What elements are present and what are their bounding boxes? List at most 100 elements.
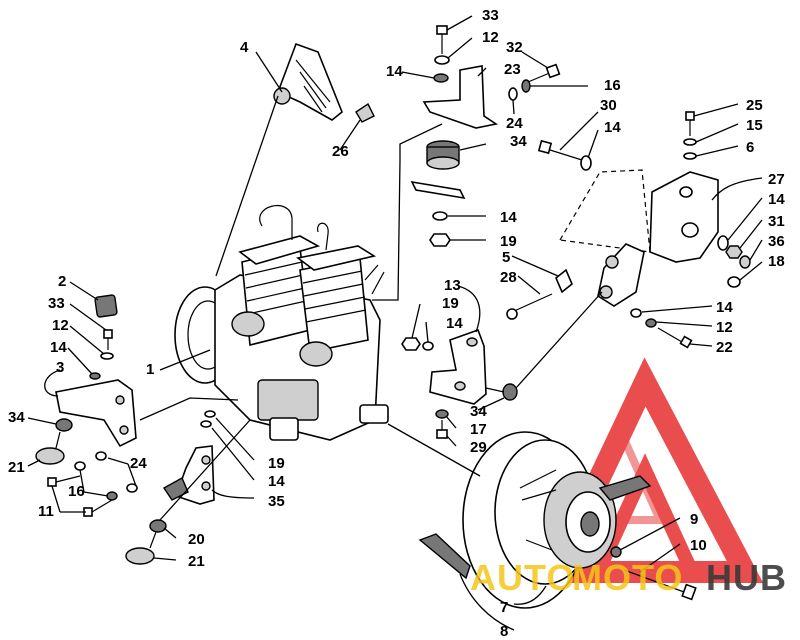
callout-3: 3 — [56, 359, 64, 376]
washer-18 — [727, 276, 741, 288]
rubber-mount-34 — [426, 140, 460, 170]
callout-12-top: 12 — [482, 29, 499, 46]
drive-clutch-7 — [462, 431, 617, 609]
callout-28: 28 — [500, 269, 517, 286]
washer-14-bracket — [422, 341, 434, 351]
callout-19-mid: 19 — [500, 233, 517, 250]
callout-14-bracket: 14 — [446, 315, 463, 332]
callout-34-bracket: 34 — [470, 403, 487, 420]
callout-24-left: 24 — [130, 455, 147, 472]
callout-1: 1 — [146, 361, 154, 378]
mount-bracket-4 — [273, 42, 343, 121]
washer-14-right — [717, 235, 729, 251]
drive-belt-8 — [418, 475, 652, 580]
nut-19-bracket — [401, 337, 421, 351]
callout-12-left: 12 — [52, 317, 69, 334]
callout-16-top: 16 — [604, 77, 621, 94]
mount-plate-27 — [559, 169, 719, 263]
washer-12-right — [645, 318, 657, 328]
callout-14-mid: 14 — [500, 209, 517, 226]
callout-17: 17 — [470, 421, 487, 438]
bolt-28 — [506, 293, 553, 320]
washer-24-top — [508, 87, 518, 101]
callout-11: 11 — [38, 503, 54, 520]
washer-19-lower — [204, 410, 216, 418]
callout-19-bracket: 19 — [442, 295, 459, 312]
bolt-32 — [527, 63, 561, 83]
callout-14-mount: 14 — [716, 299, 733, 316]
callout-15: 15 — [746, 117, 763, 134]
bolt-33-left — [103, 329, 113, 350]
nut-19-mid — [429, 233, 451, 247]
callout-33-top: 33 — [482, 7, 499, 24]
callout-6: 6 — [746, 139, 754, 156]
callout-35: 35 — [268, 493, 285, 510]
washer-16-left-b — [106, 491, 118, 501]
callout-26: 26 — [332, 143, 349, 160]
callout-24-top: 24 — [506, 115, 523, 132]
rubber-mount-34-bracket — [485, 383, 518, 401]
washer-9 — [610, 546, 622, 558]
bolt-33-top — [436, 25, 448, 54]
callout-20: 20 — [188, 531, 205, 548]
plate-14 — [410, 180, 466, 200]
callout-16-left: 16 — [68, 483, 85, 500]
engine-assembly — [174, 204, 389, 441]
callout-2: 2 — [58, 273, 66, 290]
clip-5 — [555, 268, 573, 294]
callout-14-top: 14 — [386, 63, 403, 80]
washer-14-top — [433, 73, 449, 83]
bolt-10 — [623, 569, 697, 601]
callout-22: 22 — [716, 339, 733, 356]
callout-32: 32 — [506, 39, 523, 56]
watermark-word-auto: AUTO — [470, 557, 575, 598]
bracket-arm-5 — [597, 243, 645, 307]
cap-2 — [94, 294, 118, 318]
washer-14-lower-right — [630, 308, 642, 318]
callout-8: 8 — [500, 623, 508, 640]
washer-16-left-a — [74, 461, 86, 471]
washer-14-left — [89, 372, 101, 380]
callout-5: 5 — [502, 249, 510, 266]
foot-21-left — [35, 447, 65, 465]
bolt-25 — [685, 111, 695, 136]
callout-33-left: 33 — [48, 295, 65, 312]
watermark-word-hub: HUB — [706, 557, 787, 598]
callout-13: 13 — [444, 277, 461, 294]
bolt-30 — [537, 139, 583, 161]
washer-6 — [683, 152, 697, 160]
washer-12-left — [100, 352, 114, 360]
washer-15 — [683, 138, 697, 146]
bracket-13 — [429, 328, 487, 405]
watermark-word-moto: MOTO — [572, 557, 683, 598]
washer-14-upper-right — [580, 155, 592, 171]
leader-lines — [27, 15, 763, 631]
washer-14-lower — [200, 420, 212, 428]
washer-14-mid — [432, 211, 448, 221]
washer-12-top — [434, 55, 450, 65]
foot-21-bottom — [125, 547, 155, 565]
washer-24-left — [95, 451, 107, 461]
rubber-mount-20 — [149, 519, 167, 549]
mount-bracket-23 — [422, 65, 499, 129]
callout-21-left: 21 — [8, 459, 25, 476]
mount-bracket-3 — [55, 379, 137, 448]
washer-17 — [435, 409, 449, 419]
watermark-logo — [537, 357, 764, 583]
callout-31: 31 — [768, 213, 785, 230]
callout-12-right: 12 — [716, 319, 733, 336]
callout-21-bottom: 21 — [188, 553, 205, 570]
washer-36 — [739, 255, 751, 269]
watermark-text: AUTO MOTO HUB — [470, 557, 787, 598]
part-26 — [355, 102, 375, 123]
callout-4: 4 — [240, 39, 249, 56]
callout-25: 25 — [746, 97, 763, 114]
callout-19-lower: 19 — [268, 455, 285, 472]
callout-14-left: 14 — [50, 339, 67, 356]
callout-30: 30 — [600, 97, 617, 114]
callout-14-plate: 14 — [604, 119, 621, 136]
callout-27: 27 — [768, 171, 785, 188]
bolt-22 — [657, 327, 693, 349]
rubber-mount-34-left — [55, 418, 73, 449]
